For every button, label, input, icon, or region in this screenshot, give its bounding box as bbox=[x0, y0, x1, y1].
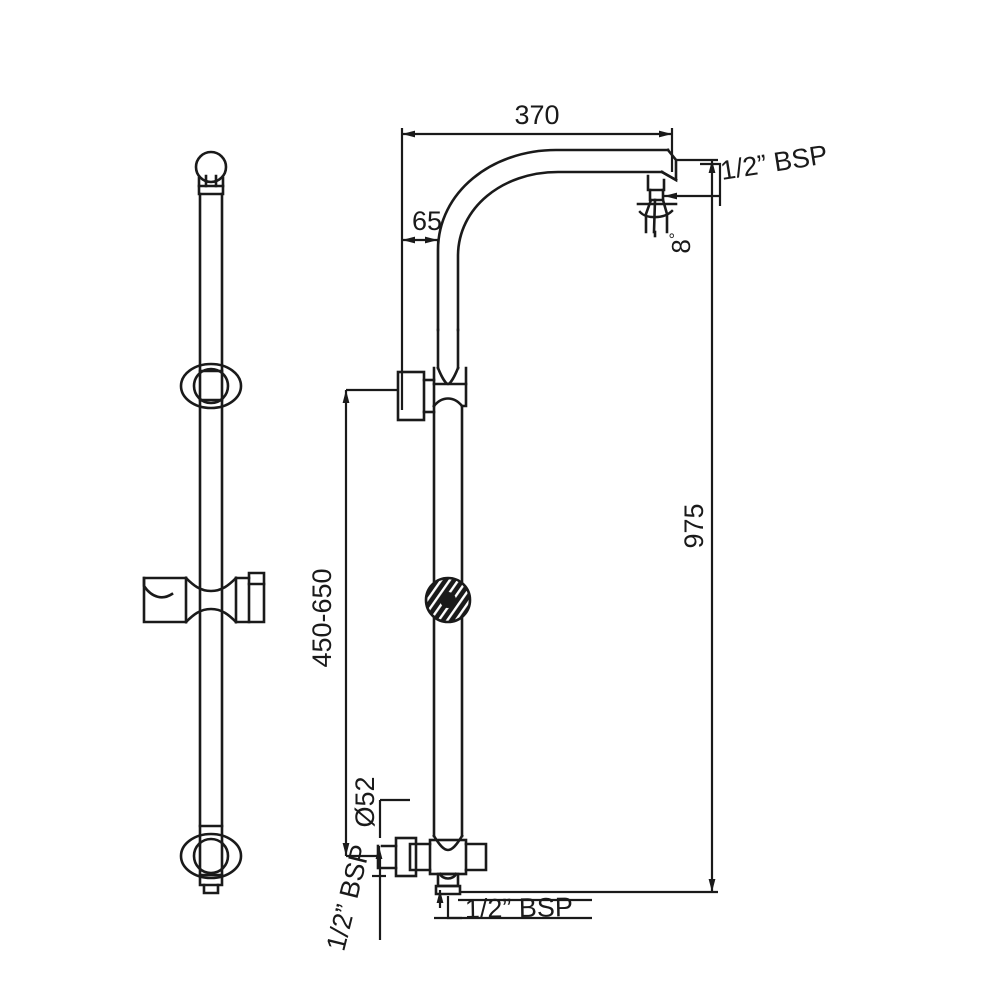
slide-rail-assembly bbox=[142, 150, 266, 895]
callout-label-inlet-thread-bottom: 1/2” BSP bbox=[465, 892, 574, 924]
dimension-arm-reach bbox=[400, 128, 674, 410]
rail-foot bbox=[198, 841, 224, 895]
callout-label-inlet-thread-left: 1/2” BSP bbox=[321, 842, 376, 954]
callout-inlet-thread-bottom bbox=[434, 890, 592, 920]
curved-shower-arm bbox=[436, 148, 678, 332]
swivel-outlet-connector bbox=[636, 174, 678, 238]
sliding-handset-holder bbox=[142, 571, 266, 624]
dimension-label-370: 370 bbox=[514, 100, 559, 130]
dimension-flange-diameter bbox=[378, 798, 410, 838]
rail-top-cap bbox=[194, 150, 228, 196]
riser-wall-bracket bbox=[396, 366, 468, 422]
rail-tube bbox=[198, 192, 224, 845]
dimension-slide-range bbox=[342, 388, 398, 858]
callout-label-swivel-angle: 8° bbox=[666, 232, 696, 253]
rail-lower-wall-bracket bbox=[179, 832, 243, 880]
callout-inlet-thread-left bbox=[372, 846, 386, 940]
shower-riser-pipe bbox=[432, 328, 464, 838]
callout-outlet-thread bbox=[664, 162, 722, 206]
dimension-label-65: 65 bbox=[412, 206, 442, 236]
dimension-label-450-650: 450-650 bbox=[307, 568, 337, 667]
dimension-arm-offset bbox=[402, 236, 440, 330]
mixer-valve-body bbox=[408, 834, 488, 896]
diverter-knob bbox=[424, 576, 472, 624]
dimension-overall-height bbox=[460, 158, 718, 894]
dimension-label-diameter-52: Ø52 bbox=[350, 776, 380, 827]
callout-label-outlet-thread: 1/2” BSP bbox=[718, 139, 829, 186]
rail-upper-wall-bracket bbox=[179, 362, 243, 410]
dimension-label-975: 975 bbox=[679, 503, 709, 548]
